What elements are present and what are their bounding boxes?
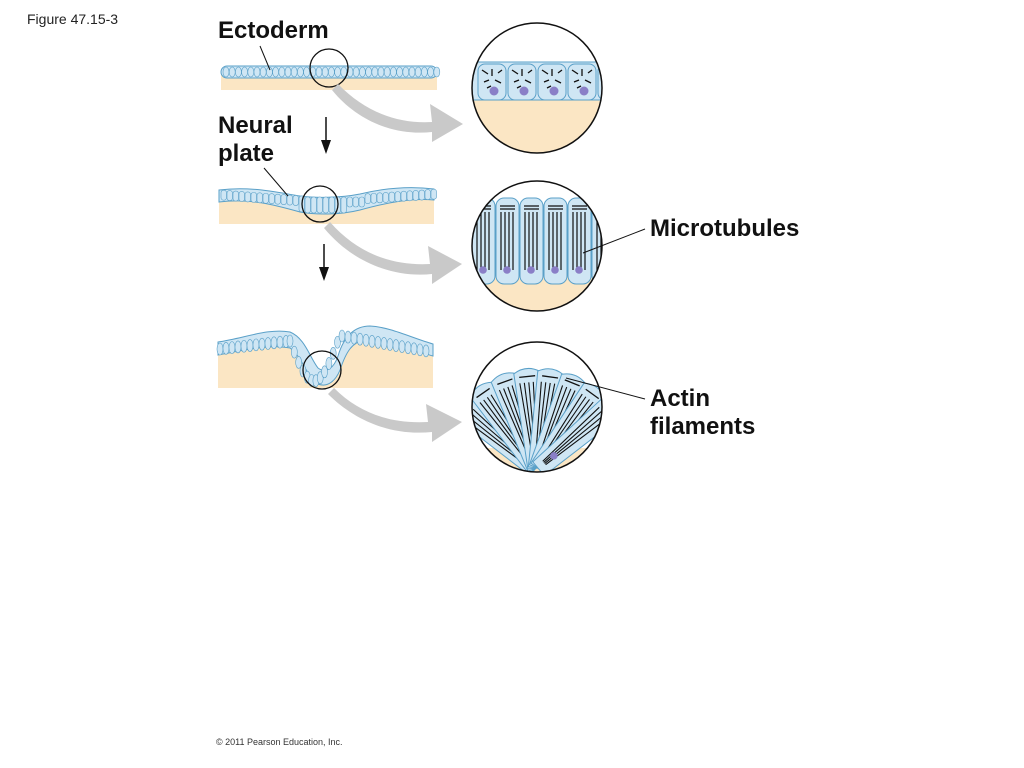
- down-arrow-1: [321, 117, 331, 154]
- actin-label-line1: Actin: [650, 385, 710, 412]
- zoom-arrow-2: [324, 222, 462, 284]
- mesoderm-layer-2: [219, 199, 434, 224]
- neural-plate-label-line2: plate: [218, 140, 275, 167]
- microtubules-leader-line: [582, 228, 646, 254]
- zoom-circle-small-3: [302, 350, 342, 390]
- neural-plate-label-line1: Neural: [218, 112, 293, 139]
- mesoderm-layer-3: [218, 338, 433, 388]
- zoom-circle-small-2: [301, 185, 339, 223]
- zoom-circle-small-1: [309, 48, 349, 88]
- neural-plate-cells: [220, 188, 437, 214]
- actin-label-line2: filaments: [650, 413, 756, 440]
- figure-label: Figure 47.15-3: [27, 11, 119, 27]
- stage-3-folding: [216, 325, 434, 390]
- zoom-arrow-1: [332, 84, 463, 142]
- zoom-neural-plate-detail: [471, 180, 603, 312]
- zoom-arrow-3: [328, 388, 462, 442]
- down-arrow-2: [319, 244, 329, 281]
- ectoderm-cells-1: [222, 66, 441, 78]
- actin-leader-line: [565, 377, 646, 400]
- folding-cells: [216, 329, 430, 387]
- stage-1-ectoderm: [220, 48, 441, 90]
- copyright-notice: © 2011 Pearson Education, Inc.: [216, 737, 343, 747]
- microtubules-label: Microtubules: [650, 215, 800, 242]
- neural-plate-leader-line: [263, 167, 289, 197]
- stage-2-neural-plate: [218, 185, 437, 224]
- ectoderm-leader-line: [259, 45, 271, 71]
- ectoderm-label: Ectoderm: [218, 17, 329, 44]
- zoom-ectoderm-detail: [471, 22, 603, 154]
- zoom-folding-detail: [471, 341, 603, 473]
